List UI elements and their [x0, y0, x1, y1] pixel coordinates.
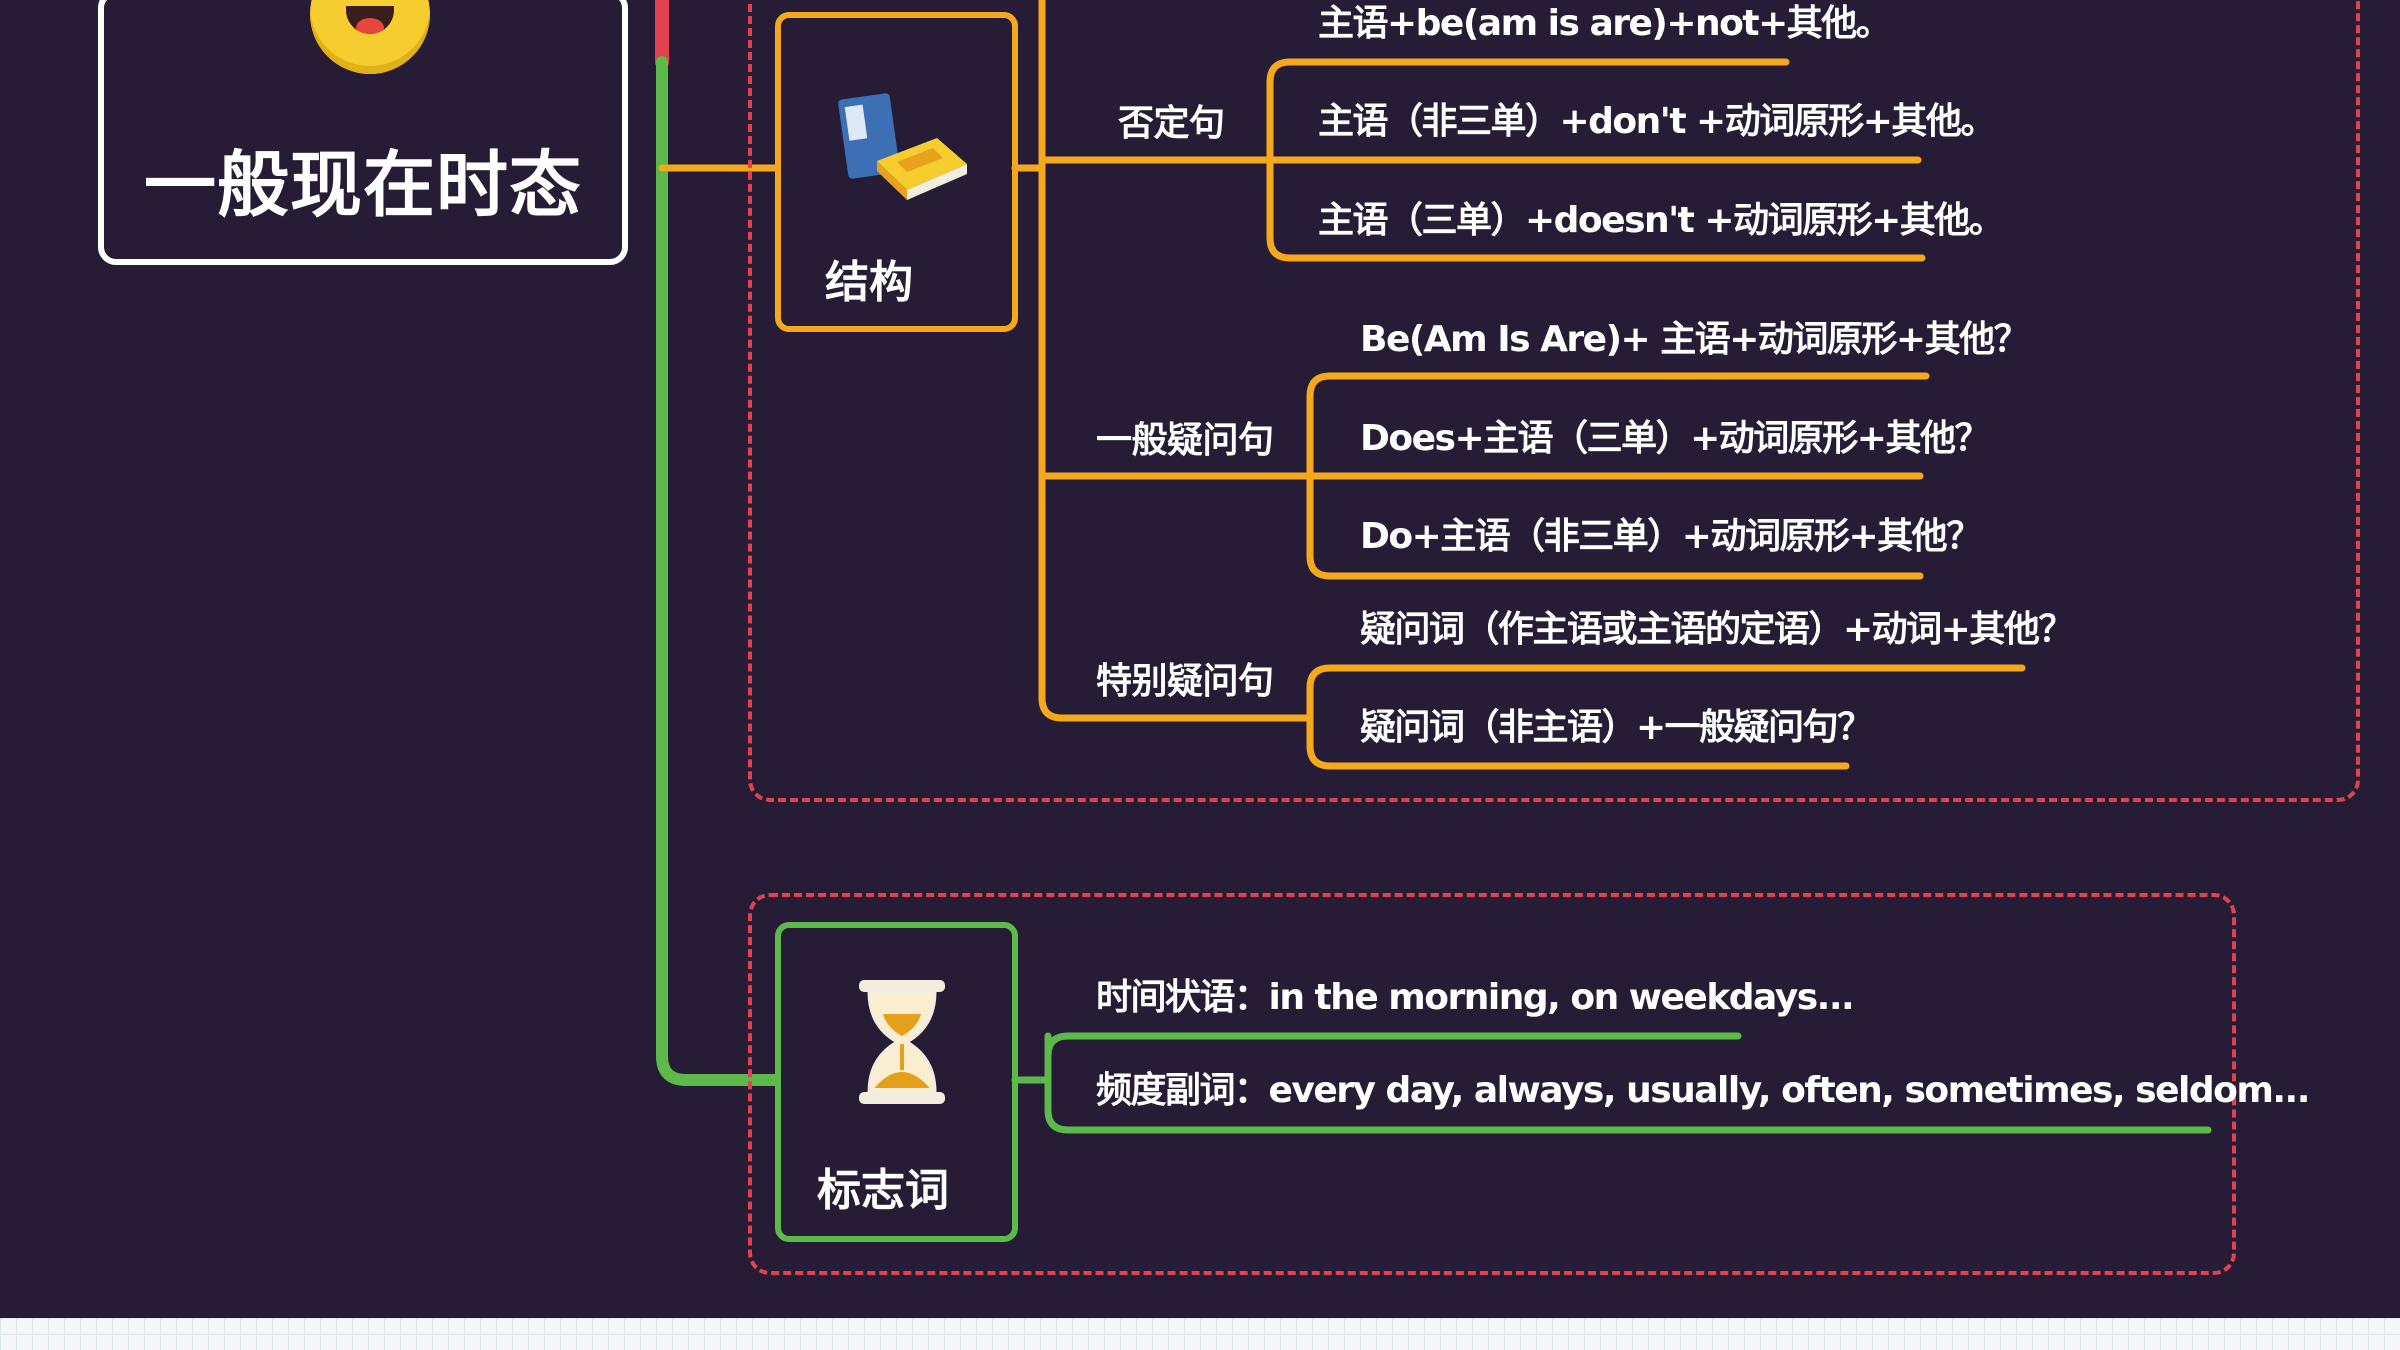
- mind-map-canvas: 一般现在时态 结构 标志词 否定句 一般疑问句 特别疑问句 主语+be(am i…: [0, 0, 2400, 1318]
- leaf-negative-1[interactable]: 主语+be(am is are)+not+其他。: [1318, 3, 1892, 44]
- hourglass-icon: [859, 980, 945, 1104]
- marker-connectors: [1011, 1032, 2212, 1134]
- root-node[interactable]: 一般现在时态: [98, 0, 628, 265]
- leaf-special-2[interactable]: 疑问词（非主语）+一般疑问句？: [1360, 707, 1873, 748]
- leaf-general-1[interactable]: Be(Am Is Are)+ 主语+动词原形+其他？: [1360, 319, 2030, 360]
- branch-special-question[interactable]: 特别疑问句: [1096, 661, 1274, 702]
- smiling-face-icon: [310, 0, 430, 74]
- leaf-marker-frequency[interactable]: 频度副词：every day, always, usually, often, …: [1096, 1070, 2310, 1111]
- branch-negative[interactable]: 否定句: [1118, 103, 1225, 144]
- markers-frame: [748, 893, 2236, 1275]
- grid-background-strip: [0, 1318, 2400, 1350]
- structure-frame: [748, 0, 2360, 802]
- structure-label: 结构: [825, 257, 913, 308]
- branch-general-question[interactable]: 一般疑问句: [1096, 420, 1274, 461]
- leaf-general-3[interactable]: Do+主语（非三单）+动词原形+其他？: [1360, 516, 1982, 557]
- structure-node[interactable]: 结构: [775, 12, 1018, 332]
- markers-label: 标志词: [817, 1165, 949, 1216]
- trunk-green: [656, 56, 781, 1086]
- connector-lines: [655, 0, 2212, 1134]
- leaf-negative-3[interactable]: 主语（三单）+doesn't +动词原形+其他。: [1318, 200, 2005, 241]
- leaf-special-1[interactable]: 疑问词（作主语或主语的定语）+动词+其他？: [1360, 609, 2074, 650]
- leaf-marker-time[interactable]: 时间状语：in the morning, on weekdays...: [1096, 977, 1855, 1018]
- root-title: 一般现在时态: [143, 143, 582, 227]
- structure-connectors: [1011, 0, 2026, 770]
- books-icon: [838, 93, 967, 200]
- markers-node[interactable]: 标志词: [775, 922, 1018, 1242]
- leaf-negative-2[interactable]: 主语（非三单）+don't +动词原形+其他。: [1318, 101, 1996, 142]
- leaf-general-2[interactable]: Does+主语（三单）+动词原形+其他？: [1360, 418, 1990, 459]
